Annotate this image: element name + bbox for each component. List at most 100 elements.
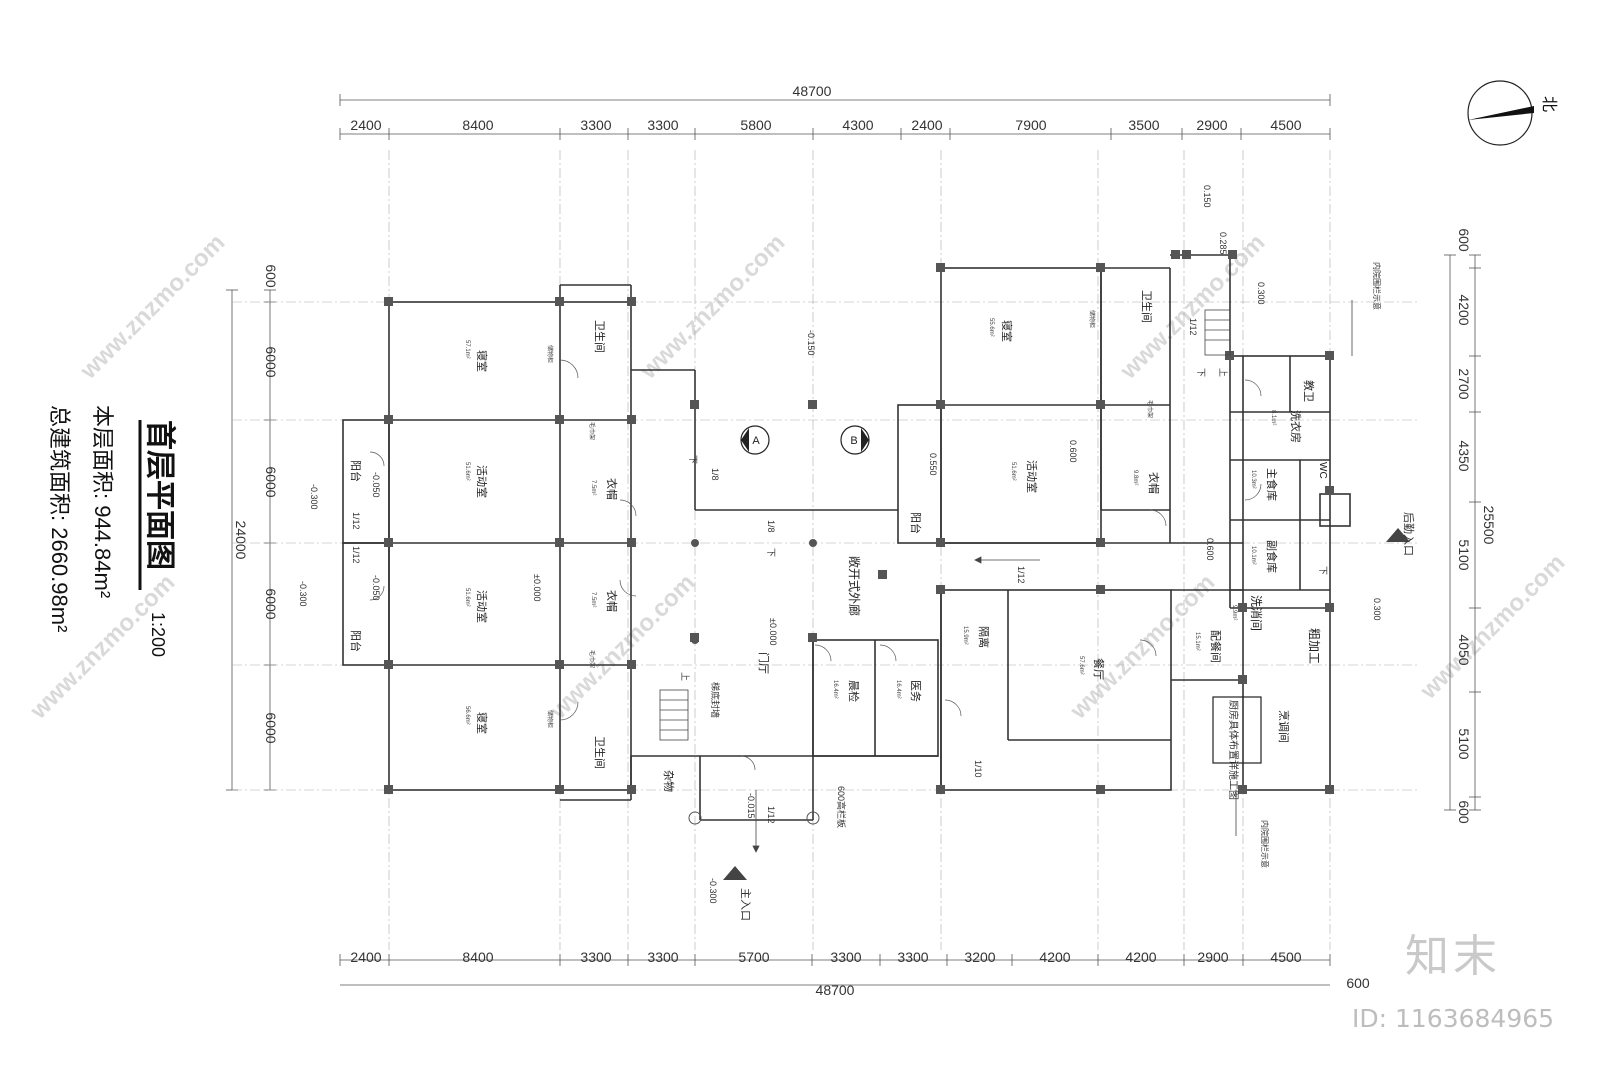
dim-bottom-seg: 4200 [1039,949,1070,965]
elevation: -0.300 [708,878,718,904]
room-area: 15.9m² [962,626,968,645]
room-area: 16.4m² [895,680,901,699]
elevation: -0.300 [309,484,319,510]
room-area: 10.1m² [1250,546,1256,565]
title-block: 首层平面图 1:200 本层面积: 944.84m² 总建筑面积: 2660.9… [47,405,176,657]
section-markers: A B [740,425,870,455]
elevation: 0.150 [1202,185,1212,208]
closet-note: 储物柜 [546,710,554,728]
room-area: 51.6m² [1010,462,1016,481]
room-label: 衣帽 [1147,472,1161,494]
dim-left-seg: 6000 [263,346,279,377]
dim-bottom-seg: 2400 [350,949,381,965]
watermark: www.znzmo.com [544,569,700,725]
room-label: 隔离 [977,626,991,648]
section-a-label: A [752,435,760,447]
dimension-text-right: 25500 600 4200 2700 4350 5100 4050 5100 … [1456,228,1497,824]
room-label: 阳台 [909,512,923,534]
entrance-markers: 主入口 后勤入口 [723,512,1415,921]
stair-wall-note: 梯底封墙 [710,682,721,718]
north-label: 北 [1540,96,1558,112]
brand-watermark: 知末 [1405,931,1501,982]
dim-top-seg: 4300 [842,117,873,133]
stair-label: 下 [688,455,698,464]
elevation: 0.600 [1068,440,1078,463]
slope: 1/12 [1016,566,1026,584]
room-label: WC [1317,462,1328,479]
room-label: 医务 [909,680,922,702]
rail-note: 600高栏板 [836,786,847,828]
slope-labels: 1/8 1/8 1/12 1/12 1/12 1/12 1/10 1/12 上 … [351,318,1328,824]
room-label: 衣帽 [605,590,619,612]
room-label: 洗衣房 [1289,410,1303,443]
stair-label: 下 [1318,566,1328,575]
watermark-layer: www.znzmo.com www.znzmo.com www.znzmo.co… [24,229,1570,725]
watermark: www.znzmo.com [634,229,790,385]
misc-notes: 梯底封墙 600高栏板 内院围栏示意 内院围栏示意 储物柜 储物柜 储物柜 毛巾… [546,262,1382,868]
stair-label: 上 [1218,368,1228,377]
slope: 1/12 [1188,318,1198,336]
dim-top-seg: 2400 [911,117,942,133]
room-label: 阳台 [349,630,363,652]
dimension-ticks [226,94,1481,966]
dim-top-total: 48700 [793,83,832,99]
room-area: 7.5m² [590,592,596,607]
drawing-scale: 1:200 [148,612,168,657]
slope: 1/12 [351,546,361,564]
dim-top-seg: 8400 [462,117,493,133]
stair-label: 上 [680,672,690,681]
room-label: 寝室 [475,712,489,734]
main-entry-label: 主入口 [739,888,752,921]
dim-right-seg: 2700 [1456,368,1472,399]
dimension-text-left: 24000 600 6000 6000 6000 6000 [233,264,279,743]
dim-right-seg: 4050 [1456,634,1472,665]
watermark: www.znzmo.com [1414,549,1570,705]
structural-columns [384,250,1334,794]
elevation: -0.015 [746,793,756,819]
dim-left-seg: 600 [263,264,279,288]
shoe-cabinet-note: 毛巾架 [588,422,596,440]
room-label: 敞开式外廊 [847,556,862,616]
room-label: 阳台 [349,460,363,482]
room-label: 洗消间 [1249,595,1263,631]
room-area: 57.6m² [1078,656,1084,675]
elevation: -0.050 [371,472,381,498]
dim-bottom-seg: 5700 [738,949,769,965]
closet-note: 储物柜 [546,345,554,363]
watermark: www.znzmo.com [1114,229,1270,385]
room-area: 9.8m² [1132,470,1138,485]
slope: 1/8 [766,520,776,533]
room-label: 粗加工 [1307,628,1321,664]
elevation-marks: -0.150 ±0.000 ±0.000 -0.050 -0.050 -0.30… [298,185,1382,904]
shoe-cabinet-note: 毛巾架 [1146,400,1154,418]
watermark: www.znzmo.com [74,229,230,385]
dim-bottom-total: 48700 [816,982,855,998]
kitchen-note-text: 厨房具体布置详施工图 [1227,700,1240,800]
dim-left-seg: 6000 [263,588,279,619]
north-arrow: 北 [1467,80,1558,146]
elevation: 0.550 [928,453,938,476]
room-label: 门厅 [757,652,771,674]
walls [342,254,1351,821]
room-label: 配餐间 [1209,630,1223,663]
room-label: 活动室 [1025,460,1039,493]
room-label: 卫生间 [1140,290,1154,323]
room-label: 教卫 [1302,380,1315,402]
room-label: 晨检 [847,680,861,702]
dim-top-seg: 2900 [1196,117,1227,133]
shoe-cabinet-note: 毛巾架 [588,650,596,668]
dim-right-seg: 5100 [1456,728,1472,759]
room-area: 51.6m² [464,462,470,481]
elevation: 0.285 [1218,232,1228,255]
doors [369,359,1262,771]
dim-bottom-extra: 600 [1346,975,1370,991]
dim-top-seg: 3300 [580,117,611,133]
dimension-lines [231,99,1476,986]
dim-right-seg: 600 [1456,800,1472,824]
room-area: 10.3m² [1250,470,1256,489]
dim-top-seg: 4500 [1270,117,1301,133]
fence-note-top: 内院围栏示意 [1372,262,1382,310]
stairs [659,309,1231,741]
room-area: 15.1m² [1194,632,1200,651]
